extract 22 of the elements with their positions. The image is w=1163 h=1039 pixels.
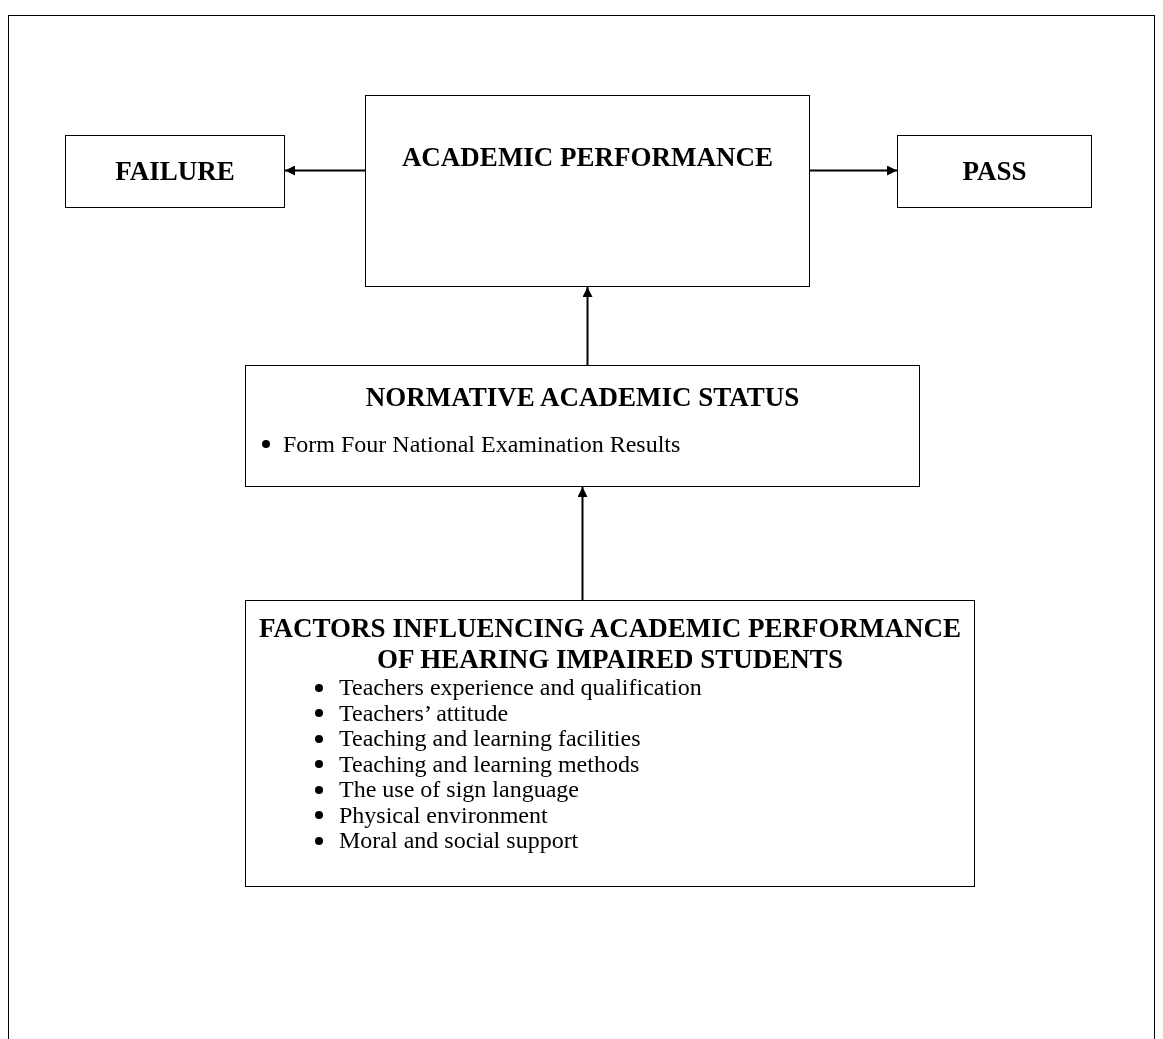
bullet-item: Teaching and learning methods: [339, 750, 640, 778]
arrow: [809, 165, 898, 176]
bullet-item: Moral and social support: [339, 827, 579, 855]
arrow: [582, 286, 593, 366]
process-box: [897, 135, 1092, 208]
box-heading: FAILURE: [115, 156, 235, 187]
bullet-item: Teachers’ attitude: [339, 699, 509, 727]
bullet-item: Physical environment: [339, 801, 548, 829]
box-heading: FACTORS INFLUENCING ACADEMIC PERFORMANCE OF HEARING IMPAIRED STUDENTS: [258, 613, 962, 675]
process-box: [245, 600, 975, 887]
process-box: [65, 135, 285, 208]
process-box: [365, 95, 810, 287]
arrow: [284, 165, 366, 176]
bullet-item: Teachers experience and qualification: [339, 674, 702, 702]
process-box: [245, 365, 920, 487]
bullet-item: Teaching and learning facilities: [339, 725, 641, 753]
box-heading: PASS: [962, 156, 1027, 187]
box-heading: NORMATIVE ACADEMIC STATUS: [364, 382, 801, 413]
box-heading: ACADEMIC PERFORMANCE: [401, 142, 774, 173]
bullet-item: The use of sign language: [339, 776, 579, 804]
bullet-item: Form Four National Examination Results: [283, 430, 681, 458]
arrow: [577, 486, 588, 601]
